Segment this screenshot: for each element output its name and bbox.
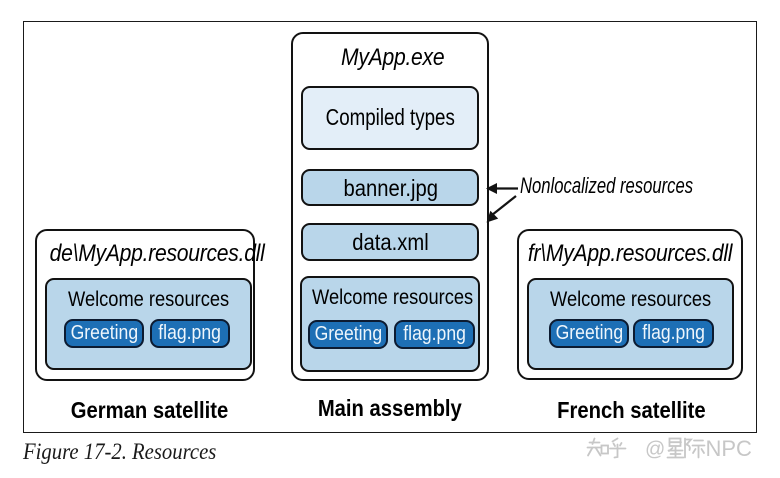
svg-text:NPC: NPC xyxy=(706,436,753,461)
svg-text:@: @ xyxy=(645,439,665,461)
